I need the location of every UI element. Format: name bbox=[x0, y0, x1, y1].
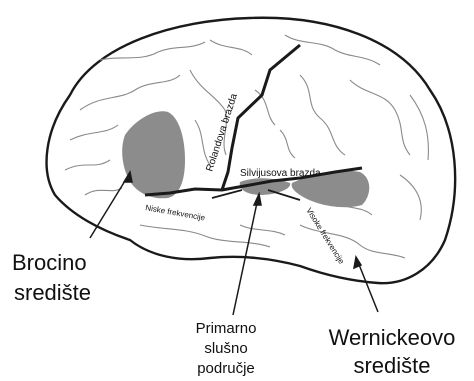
primarno-label-line1: Primarno bbox=[196, 320, 257, 337]
primarno-label-line2: slušno bbox=[204, 340, 247, 357]
primarno-label-line3: područje bbox=[197, 360, 255, 377]
silvijusova-brazda-label: Silvijusova brazda bbox=[240, 168, 321, 179]
brocino-label-line2: središte bbox=[14, 280, 91, 305]
wernickeovo-label-line2: središte bbox=[353, 353, 430, 378]
wernickeovo-label-line1: Wernickeovo bbox=[329, 325, 456, 350]
brocino-label-line1: Brocino bbox=[12, 250, 87, 275]
